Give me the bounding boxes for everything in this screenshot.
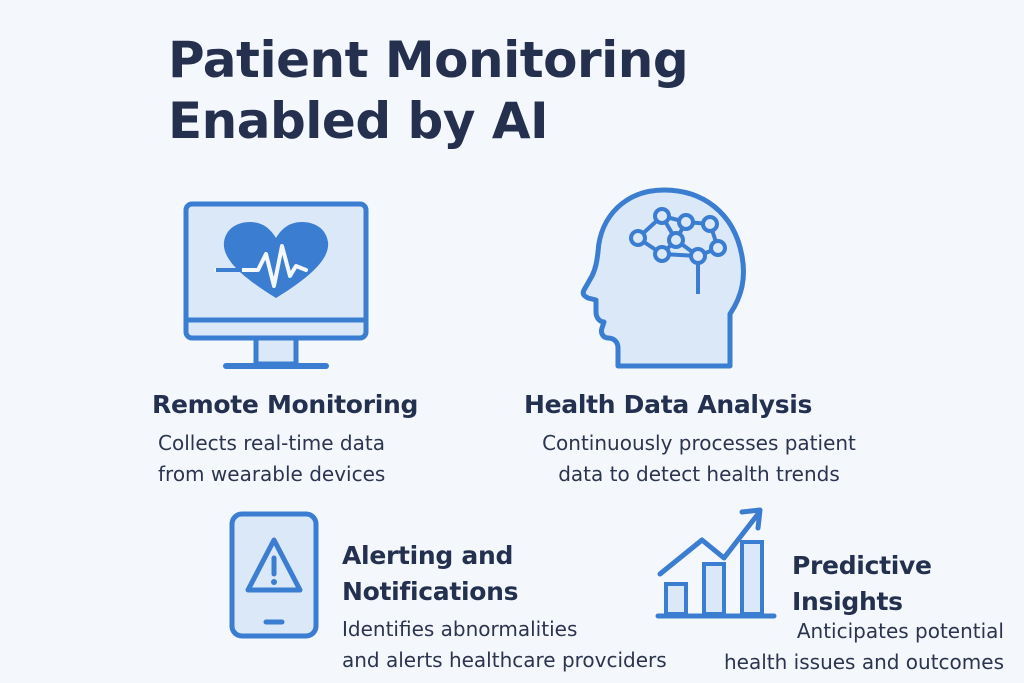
health-data-analysis-heading: Health Data Analysis bbox=[524, 390, 813, 419]
predictive-heading-line-1: Predictive bbox=[792, 551, 932, 580]
remote-monitoring-desc-line-2: from wearable devices bbox=[158, 462, 386, 486]
alerting-heading-line-1: Alerting and bbox=[342, 541, 514, 570]
predictive-insights-description: Anticipates potential health issues and … bbox=[716, 616, 1004, 678]
alerting-description: Identifies abnormalities and alerts heal… bbox=[342, 614, 667, 676]
health-data-analysis-desc-line-1: Continuously processes patient bbox=[542, 431, 856, 455]
remote-monitoring-heading: Remote Monitoring bbox=[152, 390, 419, 419]
health-data-analysis-desc-line-2: data to detect health trends bbox=[558, 462, 840, 486]
remote-monitoring-description: Collects real-time data from wearable de… bbox=[158, 428, 385, 490]
predictive-insights-heading: Predictive Insights bbox=[792, 548, 932, 620]
alerting-heading: Alerting and Notifications bbox=[342, 538, 519, 610]
health-data-analysis-description: Continuously processes patient data to d… bbox=[522, 428, 876, 490]
title-line-1: Patient Monitoring bbox=[168, 31, 689, 89]
bar-chart-trend-icon bbox=[655, 507, 777, 619]
alerting-heading-line-2: Notifications bbox=[342, 577, 519, 606]
alerting-desc-line-1: Identifies abnormalities bbox=[342, 617, 578, 641]
predictive-heading-line-2: Insights bbox=[792, 587, 903, 616]
alerting-desc-line-2: and alerts healthcare provciders bbox=[342, 648, 667, 672]
head-neural-network-icon bbox=[580, 187, 746, 369]
monitor-heartbeat-icon bbox=[183, 201, 369, 369]
remote-monitoring-desc-line-1: Collects real-time data bbox=[158, 431, 385, 455]
title-line-2: Enabled by AI bbox=[168, 92, 549, 150]
phone-warning-icon bbox=[229, 511, 319, 639]
predictive-desc-line-2: health issues and outcomes bbox=[724, 650, 1004, 674]
page-title: Patient Monitoring Enabled by AI bbox=[168, 30, 768, 152]
predictive-desc-line-1: Anticipates potential bbox=[796, 619, 1004, 643]
